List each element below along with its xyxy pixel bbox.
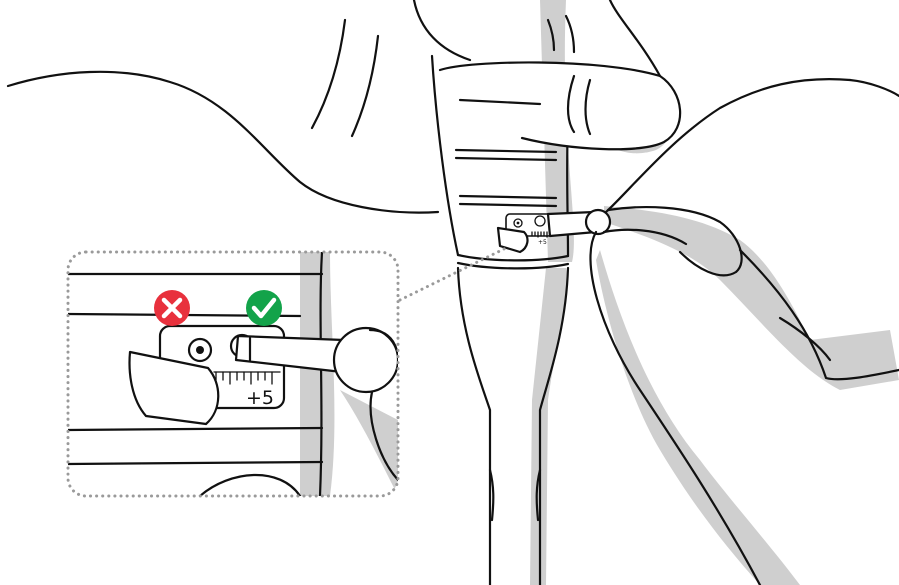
adjusting-hand	[548, 79, 899, 585]
scale-label: +5	[246, 387, 274, 409]
callout-leader	[400, 248, 506, 300]
cross-icon	[154, 290, 190, 326]
check-icon	[246, 290, 282, 326]
scale-label-small: +5	[538, 239, 547, 246]
shoulder-outline	[8, 20, 438, 213]
zoom-callout: +5	[68, 252, 398, 496]
